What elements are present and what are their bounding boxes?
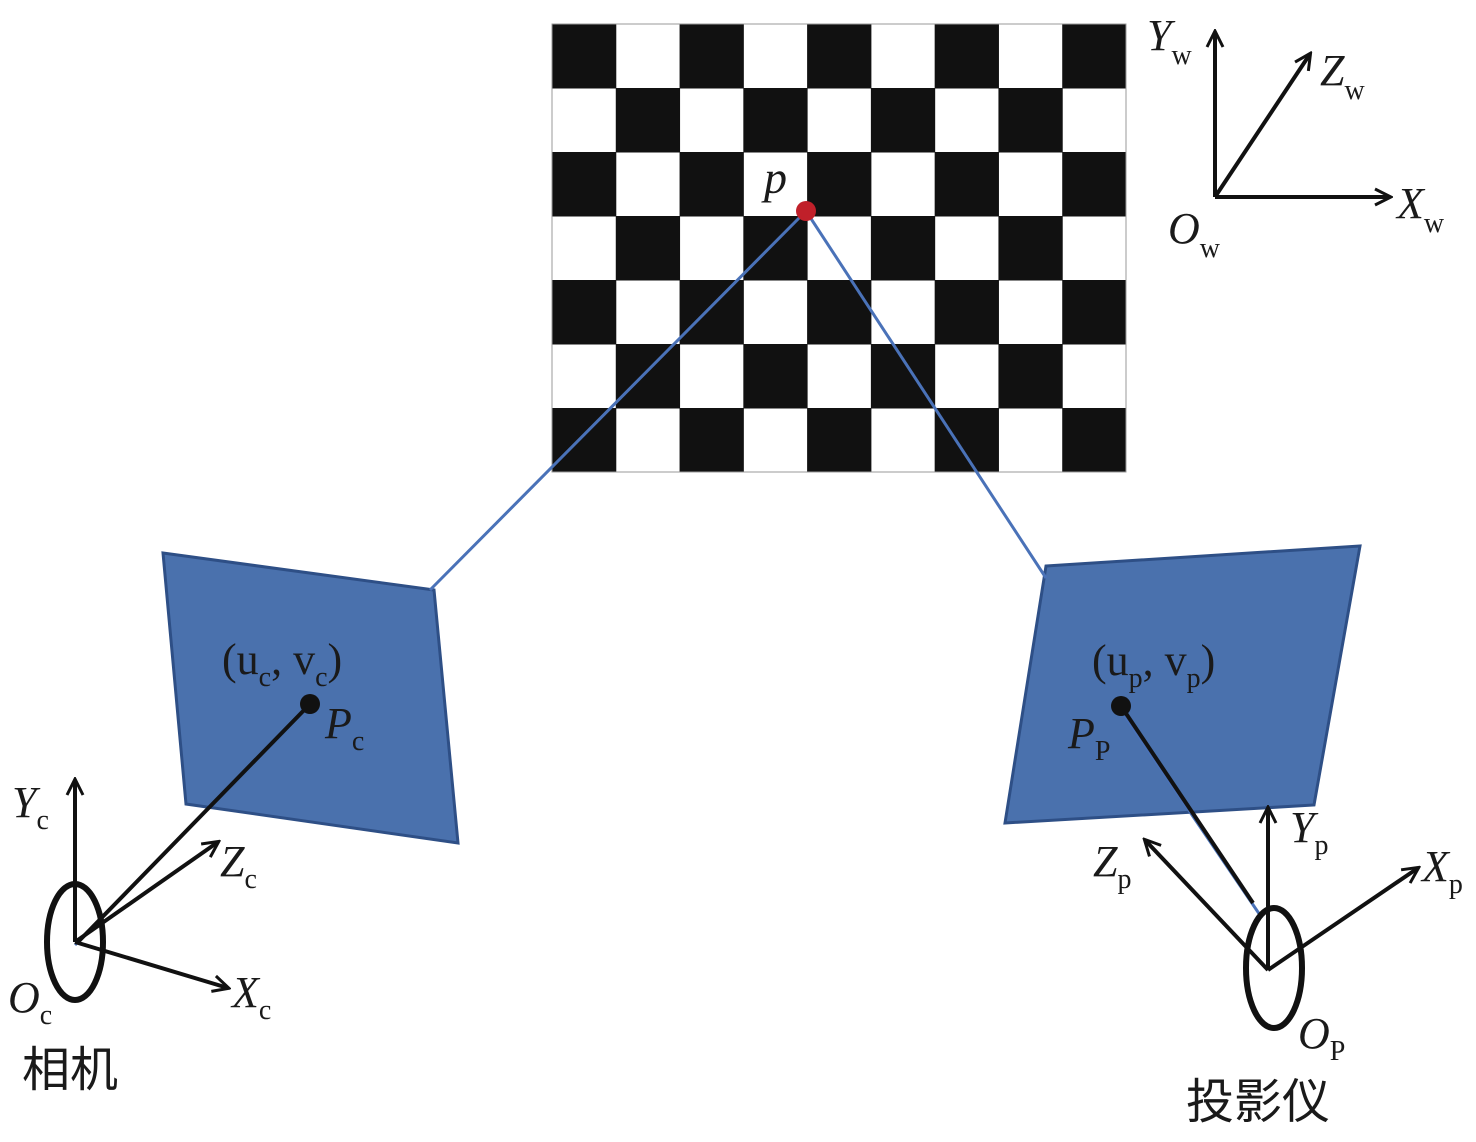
projector-axes xyxy=(1145,808,1418,972)
checkerboard-square xyxy=(807,24,872,89)
point-p-marker xyxy=(796,201,816,221)
camera-axes xyxy=(75,780,228,988)
checkerboard-square xyxy=(1062,152,1127,217)
world-z-axis xyxy=(1213,54,1310,199)
projector-lens-icon xyxy=(1243,905,1305,1031)
projector-z-axis xyxy=(1145,840,1270,972)
checkerboard-square xyxy=(679,24,744,89)
checkerboard-square xyxy=(934,24,999,89)
checkerboard-square xyxy=(743,88,808,153)
checkerboard-square xyxy=(552,408,617,473)
checkerboard-square xyxy=(998,88,1063,153)
checkerboard-square xyxy=(552,152,617,217)
checkerboard-square xyxy=(998,216,1063,281)
projector-origin-label: OP xyxy=(1298,1009,1345,1067)
checkerboard-square xyxy=(934,280,999,345)
checkerboard-square xyxy=(934,408,999,473)
camera-image-point-marker xyxy=(300,694,320,714)
projector-device-label: 投影仪 xyxy=(1186,1074,1330,1130)
projector-x-label: Xp xyxy=(1420,842,1463,900)
checkerboard-square xyxy=(807,152,872,217)
checkerboard-square xyxy=(679,408,744,473)
camera-image-coordinates: (uc, vc) xyxy=(222,635,342,693)
projector-y-label: Yp xyxy=(1290,803,1328,861)
world-origin-label: Ow xyxy=(1168,204,1221,264)
world-x-label: Xw xyxy=(1395,179,1445,239)
checkerboard-square xyxy=(807,280,872,345)
checkerboard-square xyxy=(552,24,617,89)
camera-ray-to-p xyxy=(428,209,808,592)
checkerboard-square xyxy=(1062,408,1127,473)
checkerboard-square xyxy=(679,280,744,345)
checkerboard-square xyxy=(1062,24,1127,89)
camera-x-axis xyxy=(74,940,228,988)
checkerboard-target xyxy=(551,23,1127,473)
checkerboard-square xyxy=(615,344,681,409)
world-z-label: Zw xyxy=(1320,46,1365,106)
checkerboard-square xyxy=(552,280,617,345)
camera-y-label: Yc xyxy=(12,778,49,836)
checkerboard-square xyxy=(998,344,1063,409)
projector-image-coordinates: (up, vp) xyxy=(1092,636,1215,694)
camera-center-ray xyxy=(76,702,312,944)
camera-z-axis xyxy=(73,842,218,944)
checkerboard-square xyxy=(870,88,936,153)
checkerboard-square xyxy=(807,408,872,473)
checkerboard-square xyxy=(743,344,808,409)
camera-image-point-label: Pc xyxy=(324,699,364,757)
point-p-label: p xyxy=(761,152,787,203)
projector-x-axis xyxy=(1266,868,1418,972)
checkerboard-border xyxy=(551,23,1127,473)
projector-ray-to-p xyxy=(804,210,1048,579)
world-y-label: Yw xyxy=(1147,11,1192,71)
camera-z-label: Zc xyxy=(220,837,257,895)
projector-image-point-marker xyxy=(1111,696,1131,716)
checkerboard-square xyxy=(615,88,681,153)
camera-device-label: 相机 xyxy=(22,1042,118,1098)
camera-origin-label: Oc xyxy=(8,973,52,1031)
checkerboard-square xyxy=(870,216,936,281)
checkerboard-square xyxy=(743,216,808,281)
world-axes xyxy=(1215,32,1390,197)
checkerboard-square xyxy=(870,344,936,409)
projector-image-plane xyxy=(1003,544,1362,825)
checkerboard-square xyxy=(934,152,999,217)
checkerboard-square xyxy=(679,152,744,217)
camera-x-label: Xc xyxy=(230,968,271,1026)
projector-z-label: Zp xyxy=(1093,837,1131,895)
projector-center-ray xyxy=(1119,704,1255,905)
checkerboard-square xyxy=(1062,280,1127,345)
projector-image-point-label: PP xyxy=(1067,709,1110,767)
checkerboard-square xyxy=(615,216,681,281)
